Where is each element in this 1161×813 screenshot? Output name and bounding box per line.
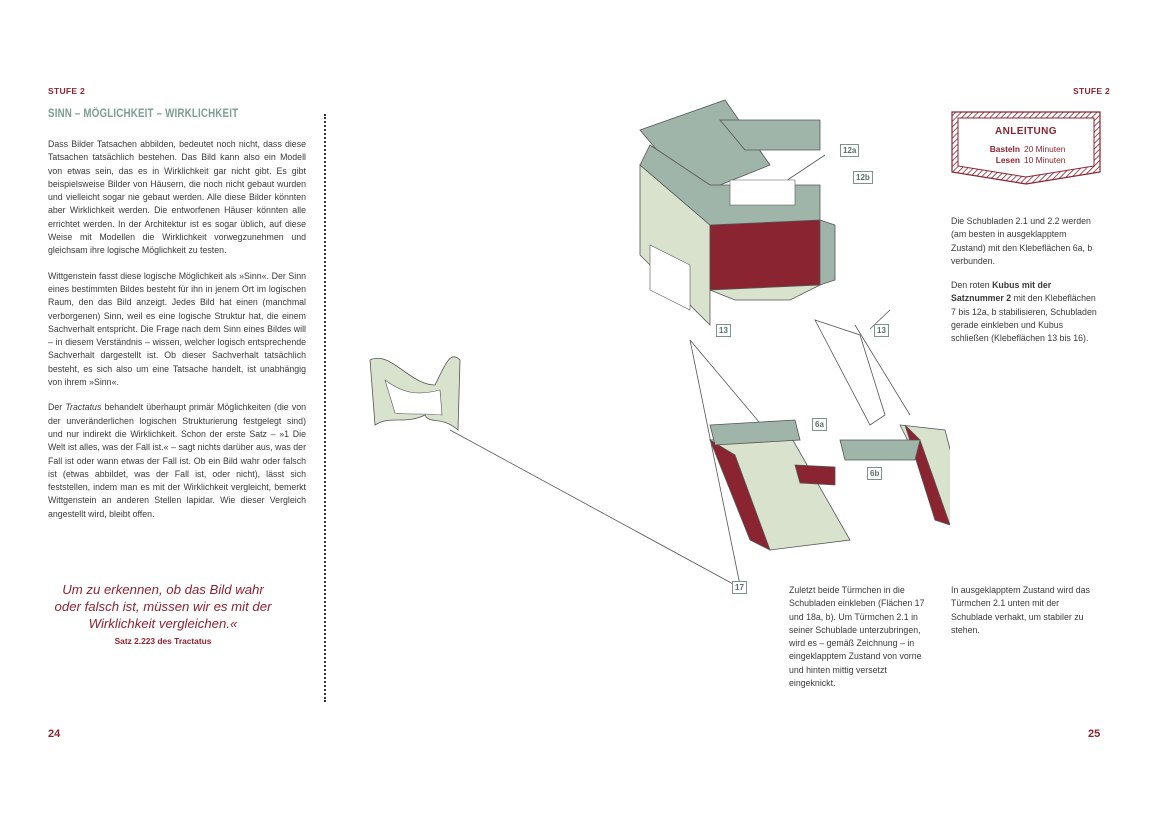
anleitung-frame-icon bbox=[951, 111, 1101, 185]
anleitung-row-basteln: Basteln 20 Minuten bbox=[988, 144, 1066, 155]
main-cube-drawing bbox=[639, 99, 836, 326]
label-6b: 6b bbox=[867, 467, 883, 480]
anleitung-title: ANLEITUNG bbox=[995, 126, 1057, 137]
anleitung-badge: ANLEITUNG Basteln 20 Minuten Lesen 10 Minu… bbox=[948, 108, 1104, 188]
left-body: Dass Bilder Tatsachen abbilden, bedeutet… bbox=[48, 138, 306, 533]
label-13-left: 13 bbox=[716, 324, 731, 337]
instruction-block-1: Die Schubladen 2.1 und 2.2 werden (am be… bbox=[951, 215, 1103, 357]
lesen-value: 10 Minuten bbox=[1024, 155, 1066, 165]
instr2-c: mit den Klebeflächen 7 bis 12a, b stabil… bbox=[951, 293, 1097, 344]
instruction-2: Den roten Kubus mit der Satznummer 2 mit… bbox=[951, 279, 1103, 345]
label-12a: 12a bbox=[840, 144, 860, 157]
left-page-number: 24 bbox=[48, 728, 61, 740]
drawer-left-drawing bbox=[709, 419, 851, 551]
instruction-3: Zuletzt beide Türmchen in die Schubladen… bbox=[789, 585, 925, 689]
left-paragraph-3: Der Tractatus behandelt überhaupt primär… bbox=[48, 401, 306, 521]
right-page-number: 25 bbox=[1088, 728, 1101, 740]
p3-italic: Tractatus bbox=[65, 402, 102, 413]
left-tower-drawing bbox=[369, 356, 461, 431]
label-12b: 12b bbox=[853, 171, 873, 184]
label-13-right: 13 bbox=[874, 324, 889, 337]
lesen-label: Lesen bbox=[995, 155, 1020, 165]
instruction-1: Die Schubladen 2.1 und 2.2 werden (am be… bbox=[951, 216, 1093, 266]
label-6a: 6a bbox=[812, 418, 827, 431]
p3-rest: behandelt überhaupt primär Möglichkeiten… bbox=[48, 402, 307, 519]
instr2-a: Den roten bbox=[951, 280, 993, 291]
left-paragraph-2: Wittgenstein fasst diese logische Möglic… bbox=[48, 270, 306, 388]
p3-start: Der bbox=[48, 402, 66, 413]
basteln-value: 20 Minuten bbox=[1024, 144, 1066, 154]
left-paragraph-1: Dass Bilder Tatsachen abbilden, bedeutet… bbox=[48, 139, 306, 256]
quote-text: Um zu erkennen, ob das Bild wahr oder fa… bbox=[54, 582, 272, 631]
instr2-bold: Kubus mit der Satznummer 2 bbox=[951, 280, 1052, 304]
instruction-4: In ausgeklapptem Zustand wird das Türmch… bbox=[951, 585, 1090, 635]
basteln-label: Basteln bbox=[989, 144, 1020, 154]
page-divider bbox=[324, 114, 326, 702]
quote-source: Satz 2.223 des Tractatus bbox=[114, 636, 212, 646]
label-17: 17 bbox=[732, 581, 747, 594]
drawer-right-drawing bbox=[814, 319, 950, 526]
left-stufe-label: STUFE 2 bbox=[48, 86, 86, 96]
left-section-title: SINN – MÖGLICHKEIT – WIRKLICHKEIT bbox=[48, 108, 239, 120]
right-stufe-label: STUFE 2 bbox=[1073, 86, 1111, 96]
folding-model-illustration bbox=[369, 99, 950, 586]
anleitung-row-lesen: Lesen 10 Minuten bbox=[988, 155, 1066, 166]
